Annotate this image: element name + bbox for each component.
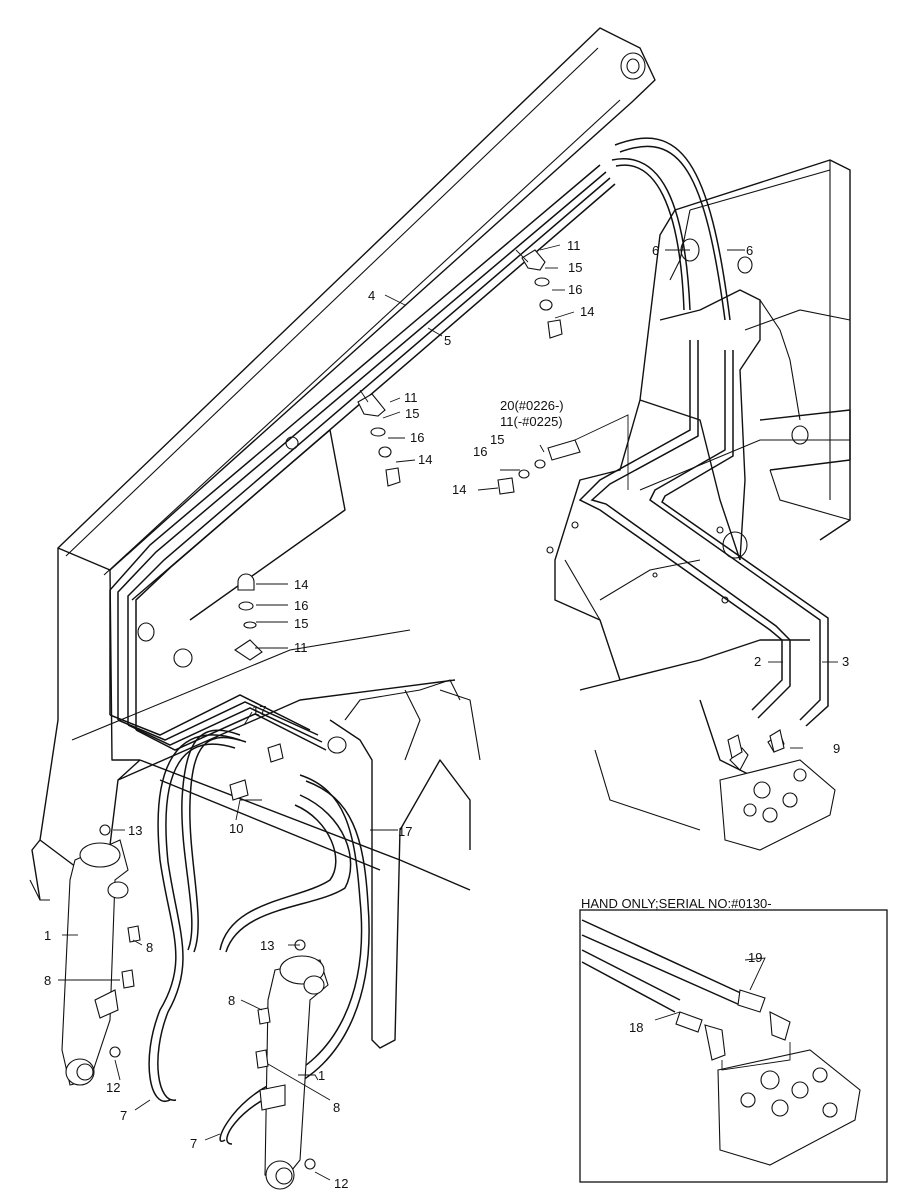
hydraulic-lines <box>109 137 829 1145</box>
label-14: 14 <box>418 452 432 467</box>
label-18: 18 <box>629 1020 643 1035</box>
label-7: 7 <box>190 1136 197 1151</box>
label-15: 15 <box>490 432 504 447</box>
label-8: 8 <box>44 973 51 988</box>
label-7: 7 <box>120 1108 127 1123</box>
right-lift-cylinder <box>259 955 329 1190</box>
label-10: 10 <box>229 821 243 836</box>
label-3: 3 <box>842 654 849 669</box>
label-11: 11 <box>294 640 308 655</box>
label-5: 5 <box>444 333 451 348</box>
label-9: 9 <box>833 741 840 756</box>
label-12: 12 <box>106 1080 120 1095</box>
label-17: 17 <box>252 703 266 718</box>
label-8: 8 <box>228 993 235 1008</box>
label-1: 1 <box>318 1068 325 1083</box>
left-lift-cylinder <box>61 839 129 1086</box>
label-15: 15 <box>568 260 582 275</box>
hardware-parts <box>99 249 785 1170</box>
label-8: 8 <box>333 1100 340 1115</box>
label-11-variant: 11(-#0225) <box>500 414 563 429</box>
label-12: 12 <box>334 1176 348 1191</box>
label-1: 1 <box>44 928 51 943</box>
control-valve <box>719 733 836 851</box>
label-13: 13 <box>128 823 142 838</box>
label-14: 14 <box>294 577 308 592</box>
label-11: 11 <box>567 238 581 253</box>
label-6: 6 <box>652 243 659 258</box>
label-16: 16 <box>473 444 487 459</box>
loader-arm-frame <box>29 27 656 1049</box>
leader-lines <box>58 244 838 1181</box>
part-labels: 1 1 2 3 4 5 6 6 7 7 8 8 8 8 9 10 11 11 1… <box>44 238 849 1191</box>
label-14: 14 <box>452 482 466 497</box>
label-16: 16 <box>568 282 582 297</box>
label-15: 15 <box>294 616 308 631</box>
inset-title: HAND ONLY;SERIAL NO:#0130- <box>581 896 772 911</box>
label-20: 20(#0226-) <box>500 398 564 413</box>
label-15: 15 <box>405 406 419 421</box>
label-19: 19 <box>748 950 762 965</box>
label-17: 17 <box>398 824 412 839</box>
label-2: 2 <box>754 654 761 669</box>
label-14: 14 <box>580 304 594 319</box>
label-8: 8 <box>146 940 153 955</box>
label-6: 6 <box>746 243 753 258</box>
inset-detail-box <box>579 909 888 1183</box>
label-16: 16 <box>294 598 308 613</box>
label-4: 4 <box>368 288 375 303</box>
label-13: 13 <box>260 938 274 953</box>
label-11: 11 <box>404 390 418 405</box>
label-16: 16 <box>410 430 424 445</box>
main-chassis-frame <box>546 159 851 831</box>
